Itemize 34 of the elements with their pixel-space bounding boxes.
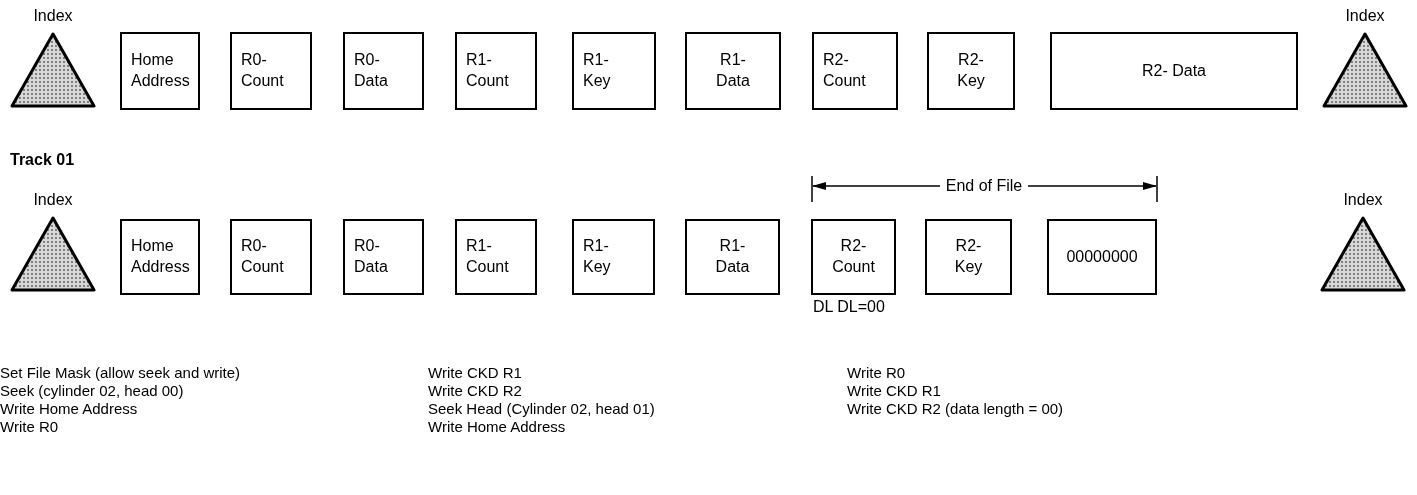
command-text: Write CKD R2 (data length = 00): [847, 400, 1064, 418]
index-label: Index: [33, 6, 73, 26]
command-text: Write R0: [0, 418, 59, 436]
record-field-box: R2- Key: [927, 32, 1015, 110]
command-text: Write CKD R1: [428, 364, 522, 382]
field-note: DL DL=00: [813, 297, 885, 317]
record-field-box: R0- Data: [343, 219, 424, 295]
command-text: Seek (cylinder 02, head 00): [0, 382, 184, 400]
command-text: Write Home Address: [0, 400, 138, 418]
command-text: Write CKD R1: [847, 382, 941, 400]
record-field-box: R1- Count: [455, 219, 537, 295]
command-text: Set File Mask (allow seek and write): [0, 364, 241, 382]
record-field-box: R0- Count: [230, 32, 312, 110]
index-label: Index: [1343, 190, 1383, 210]
record-field-box: R1- Data: [685, 219, 780, 295]
record-field-box: R0- Count: [230, 219, 312, 295]
record-field-box: R2- Count: [812, 32, 898, 110]
record-field-box: R0- Data: [343, 32, 424, 110]
index-label: Index: [1345, 6, 1385, 26]
record-field-box: R1- Data: [685, 32, 781, 110]
index-label: Index: [33, 190, 73, 210]
record-field-box: Home Address: [120, 219, 200, 295]
record-field-box: 00000000: [1047, 219, 1157, 295]
record-field-box: R2- Key: [925, 219, 1012, 295]
record-field-box: R1- Key: [572, 219, 655, 295]
command-text: Write Home Address: [428, 418, 566, 436]
record-field-box: R1- Count: [455, 32, 537, 110]
record-field-box: R1- Key: [572, 32, 656, 110]
command-text: Seek Head (Cylinder 02, head 01): [428, 400, 655, 418]
command-text: Write CKD R2: [428, 382, 522, 400]
record-field-box: R2- Data: [1050, 32, 1298, 110]
record-field-box: Home Address: [120, 32, 200, 110]
track-label: Track 01: [10, 151, 75, 169]
command-text: Write R0: [847, 364, 906, 382]
